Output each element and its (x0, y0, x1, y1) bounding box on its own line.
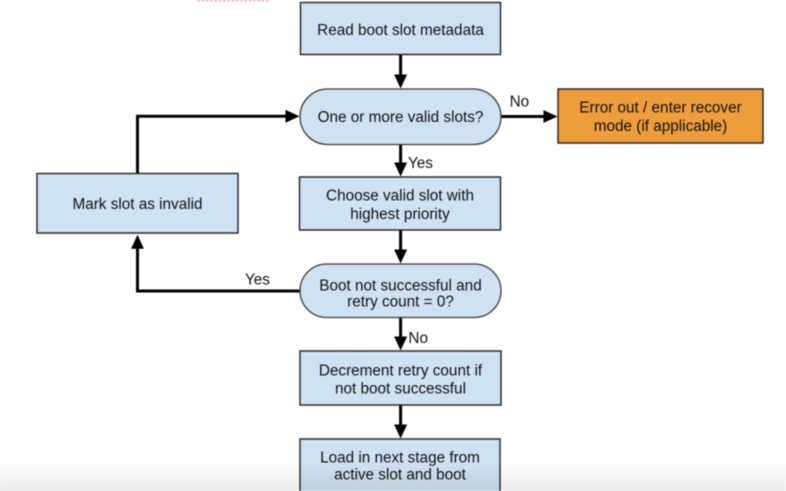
svg-text:Yes: Yes (408, 155, 433, 172)
svg-text:Error out / enter recover: Error out / enter recover (579, 100, 741, 117)
svg-text:Boot not successful and: Boot not successful and (319, 277, 481, 294)
svg-text:retry count = 0?: retry count = 0? (347, 293, 454, 310)
svg-text:Yes: Yes (245, 271, 270, 288)
svg-text:not boot successful: not boot successful (335, 381, 466, 398)
svg-text:One or more valid slots?: One or more valid slots? (318, 109, 484, 126)
svg-text:mode (if applicable): mode (if applicable) (594, 118, 728, 135)
svg-text:Decrement retry count if: Decrement retry count if (319, 362, 483, 379)
svg-text:No: No (510, 94, 530, 111)
svg-text:highest priority: highest priority (350, 206, 450, 223)
svg-text:Read boot slot metadata: Read boot slot metadata (317, 22, 484, 39)
svg-text:No: No (408, 330, 428, 347)
svg-text:Choose valid slot with: Choose valid slot with (326, 187, 474, 204)
svg-text:Mark slot as invalid: Mark slot as invalid (72, 196, 202, 213)
